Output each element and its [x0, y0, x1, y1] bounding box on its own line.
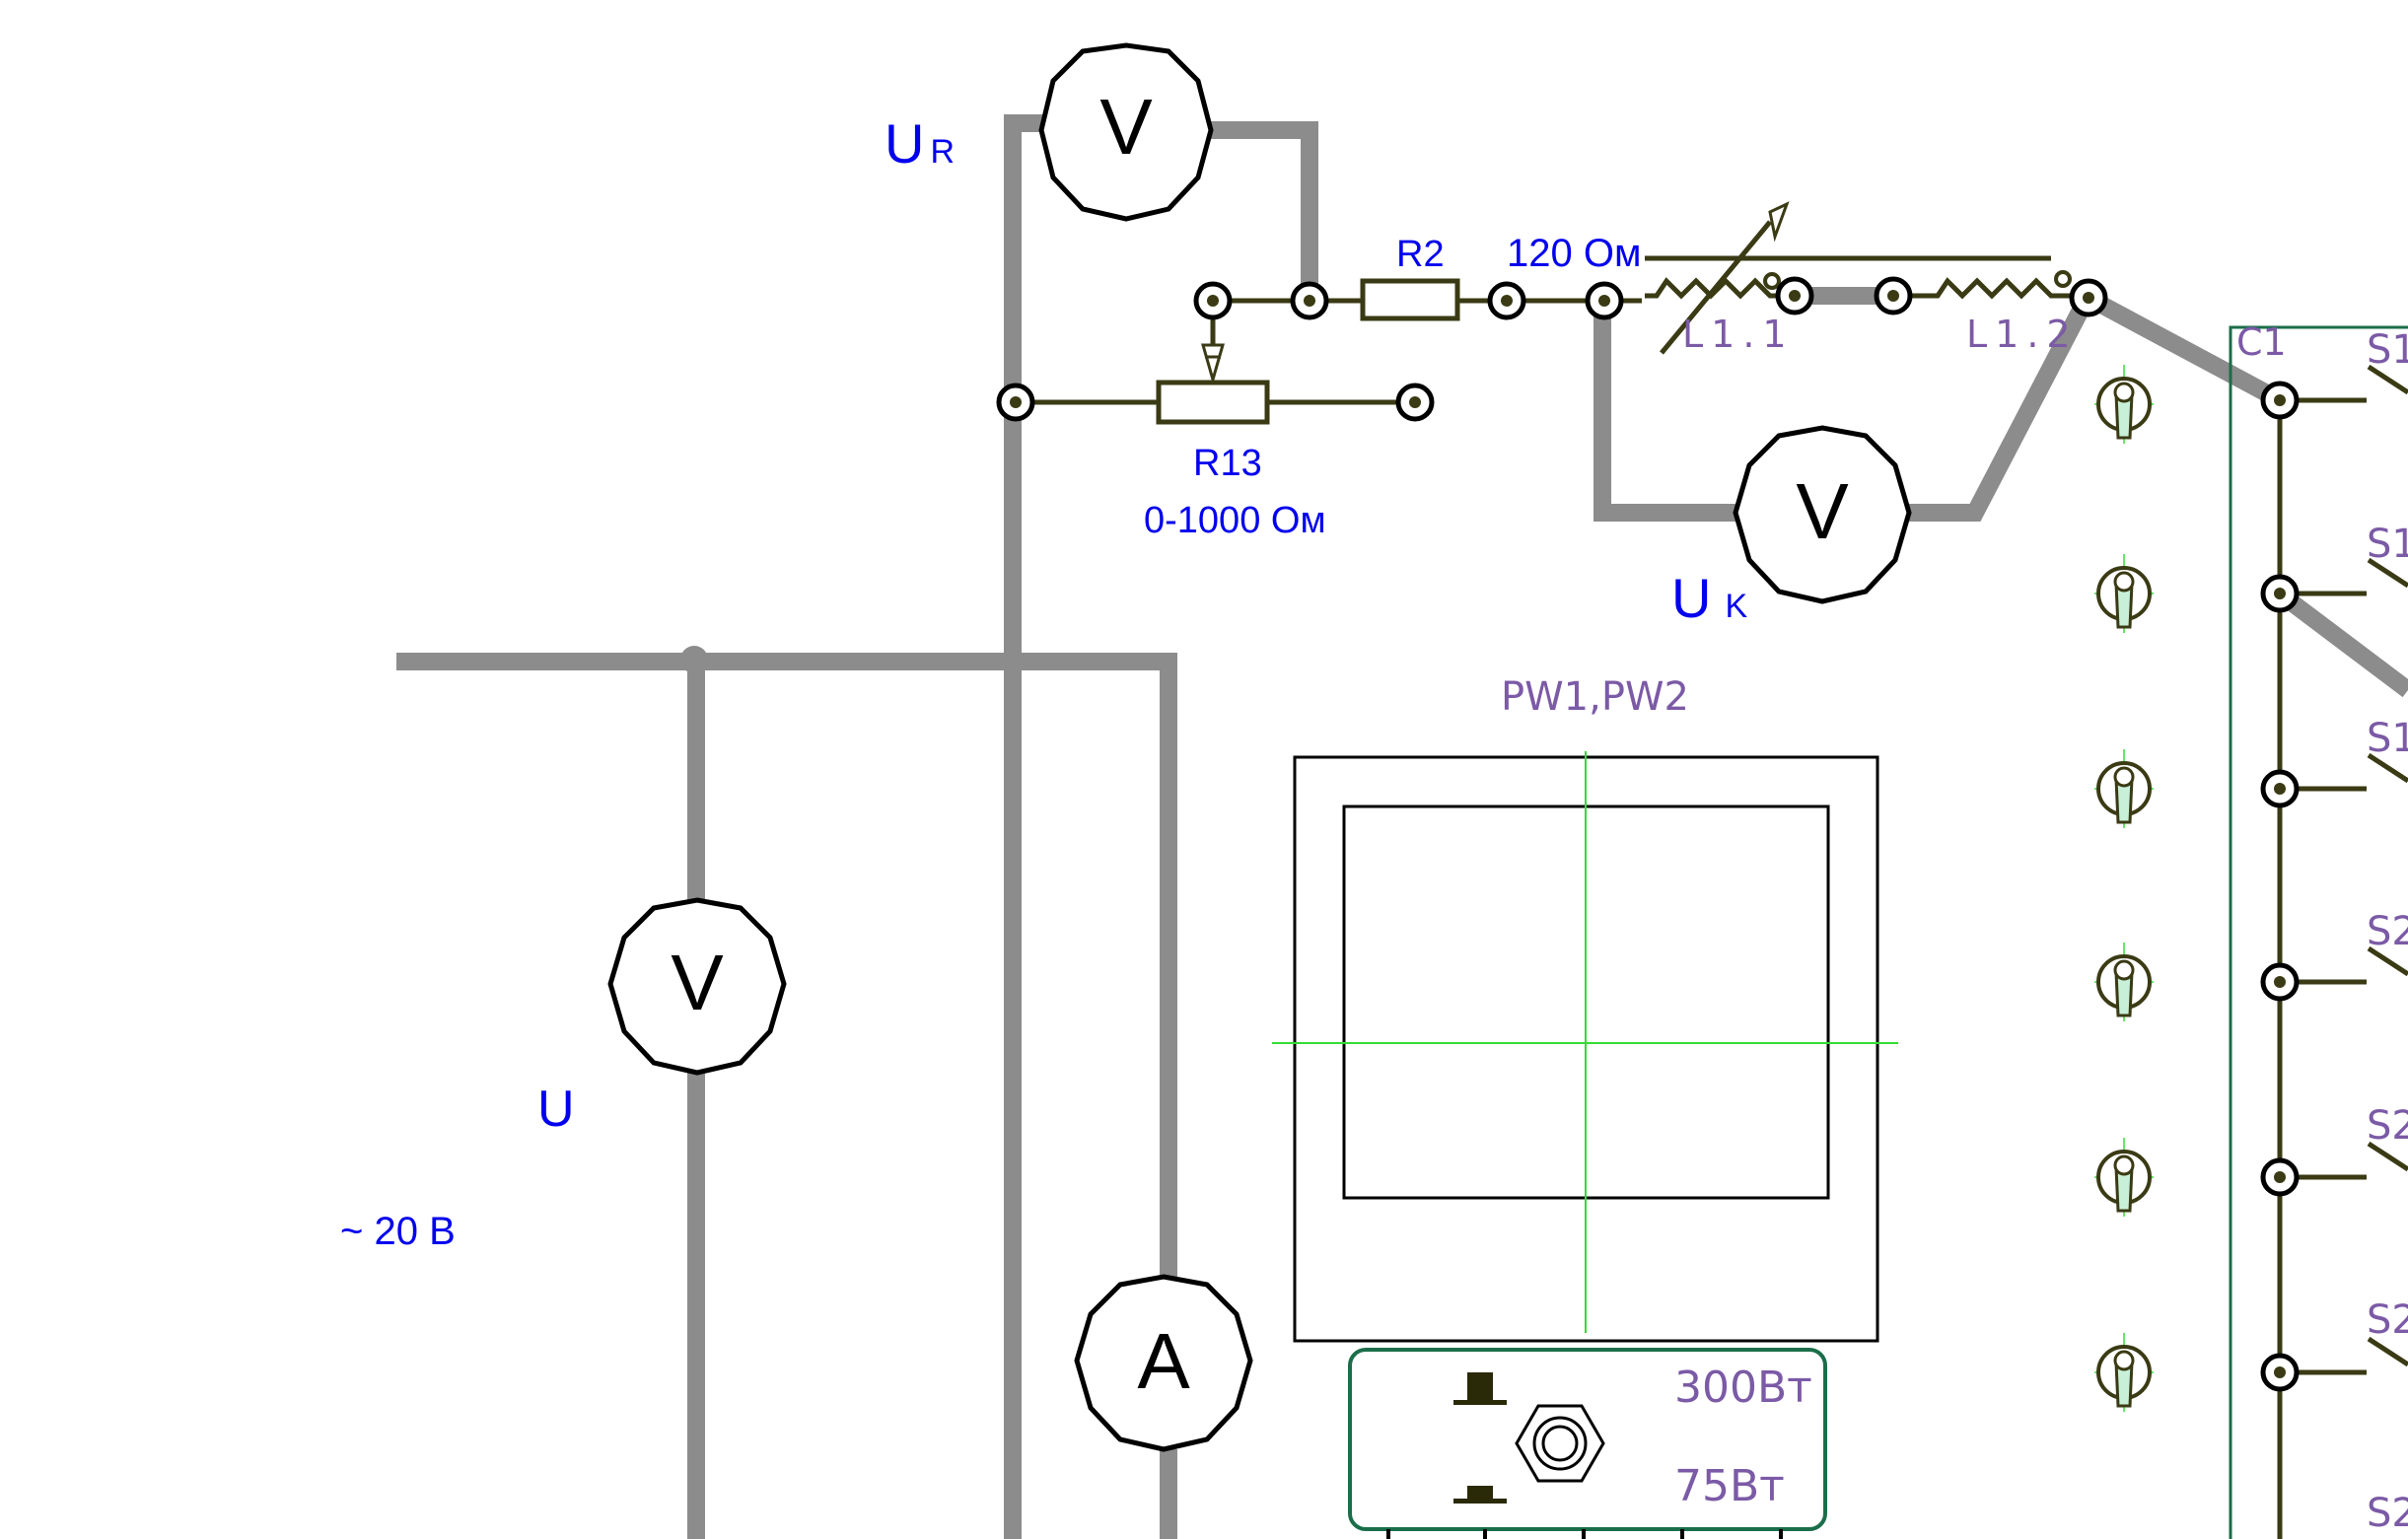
voltmeter-ur-symbol: V: [1099, 83, 1153, 171]
terminal-post-icon[interactable]: [1585, 281, 1624, 320]
c1-panel-frame: [2229, 325, 2408, 1539]
terminal-post-icon[interactable]: [2260, 962, 2300, 1002]
toggle-switch-icon[interactable]: [2094, 554, 2154, 633]
toggle-switch-icon[interactable]: [2094, 1333, 2154, 1412]
voltmeter-uk[interactable]: V: [1733, 425, 1912, 604]
inductor-l1-1: [1645, 201, 1795, 355]
toggle-switch-icon[interactable]: [2094, 365, 2154, 444]
resistor-r2: [1360, 278, 1460, 321]
range-button-75-icon[interactable]: [1453, 1486, 1507, 1504]
label-pw: PW1,PW2: [1501, 674, 1689, 720]
switch-label: S1: [2367, 522, 2408, 567]
ammeter[interactable]: A: [1074, 1274, 1253, 1452]
wire-to-right-edge: [2274, 586, 2408, 698]
toggle-switches: [2094, 365, 2154, 1412]
terminal-post-icon[interactable]: [1193, 281, 1233, 320]
ammeter-symbol: A: [1137, 1317, 1190, 1405]
wattmeter-panel: [1272, 751, 1898, 1539]
terminal-post-icon[interactable]: [2260, 769, 2300, 808]
label-range-low: 75Вт: [1674, 1461, 1785, 1511]
bus-junction: [680, 646, 708, 673]
grey-wires: [396, 114, 2408, 1539]
r13-wiper-arrow: [1201, 343, 1225, 385]
label-c1: C1: [2236, 320, 2287, 364]
switch-label: S2: [2367, 1103, 2408, 1149]
dark-wires: [1016, 255, 2408, 1539]
switch-label: S2: [2367, 909, 2408, 954]
terminal-post-icon[interactable]: [1487, 281, 1526, 320]
toggle-switch-icon[interactable]: [2094, 1138, 2154, 1217]
voltmeter-source-symbol: V: [671, 939, 724, 1026]
wire-uk-left: [1594, 301, 1737, 522]
voltmeter-uk-symbol: V: [1796, 467, 1849, 555]
hex-knob-icon[interactable]: [1515, 1404, 1605, 1483]
terminal-post-icon[interactable]: [2260, 381, 2300, 420]
wire-to-c1: [2084, 290, 2285, 408]
variable-arrow: [1660, 220, 1772, 355]
label-u-source: U: [537, 1081, 575, 1138]
terminal-post-icon[interactable]: [2260, 1157, 2300, 1197]
variable-arrow-head: [1768, 201, 1790, 243]
wire-bus: [396, 653, 1177, 1282]
switch-label: S1: [2367, 327, 2408, 373]
terminal-post-icon[interactable]: [2260, 574, 2300, 613]
range-button-300-icon[interactable]: [1453, 1372, 1507, 1405]
terminal-post-icon[interactable]: [1290, 281, 1329, 320]
label-r2: R2: [1396, 234, 1445, 275]
resistor-r13: [1156, 380, 1270, 425]
label-range-high: 300Вт: [1674, 1363, 1812, 1413]
wire-uk-right: [1908, 296, 2093, 522]
label-r13: R13: [1193, 443, 1262, 484]
toggle-switch-icon[interactable]: [2094, 943, 2154, 1021]
toggle-switch-icon[interactable]: [2094, 749, 2154, 828]
label-r2-value: 120 Ом: [1507, 232, 1641, 275]
panel-legs: [1386, 1529, 1783, 1539]
label-l1-2: L1.2: [1966, 313, 2079, 356]
wire-c1-stubs: [2280, 397, 2367, 1375]
terminal-post-icon[interactable]: [2260, 1353, 2300, 1392]
label-source-voltage: ~ 20 В: [340, 1210, 456, 1253]
switch-label: S2: [2367, 1491, 2408, 1536]
voltmeter-source[interactable]: V: [607, 897, 787, 1076]
switch-label: S1: [2367, 716, 2408, 761]
switch-label: S2: [2367, 1297, 2408, 1343]
terminal-post-icon[interactable]: [1775, 276, 1814, 315]
label-l1-1: L1.1: [1682, 313, 1795, 356]
terminal-post-icon[interactable]: [2069, 278, 2108, 317]
terminal-post-icon[interactable]: [1874, 276, 1913, 315]
terminals: [996, 276, 2300, 1392]
switch-blades: [2367, 364, 2408, 1367]
terminal-post-icon[interactable]: [1395, 383, 1435, 422]
wire-ur-right: [1208, 121, 1318, 296]
label-r13-value: 0-1000 Ом: [1144, 500, 1326, 541]
inductor-l1-2: [1893, 270, 2089, 300]
wire-ur-left: [1004, 114, 1050, 1539]
voltmeter-ur[interactable]: V: [1038, 42, 1214, 222]
terminal-post-icon[interactable]: [996, 383, 1035, 422]
